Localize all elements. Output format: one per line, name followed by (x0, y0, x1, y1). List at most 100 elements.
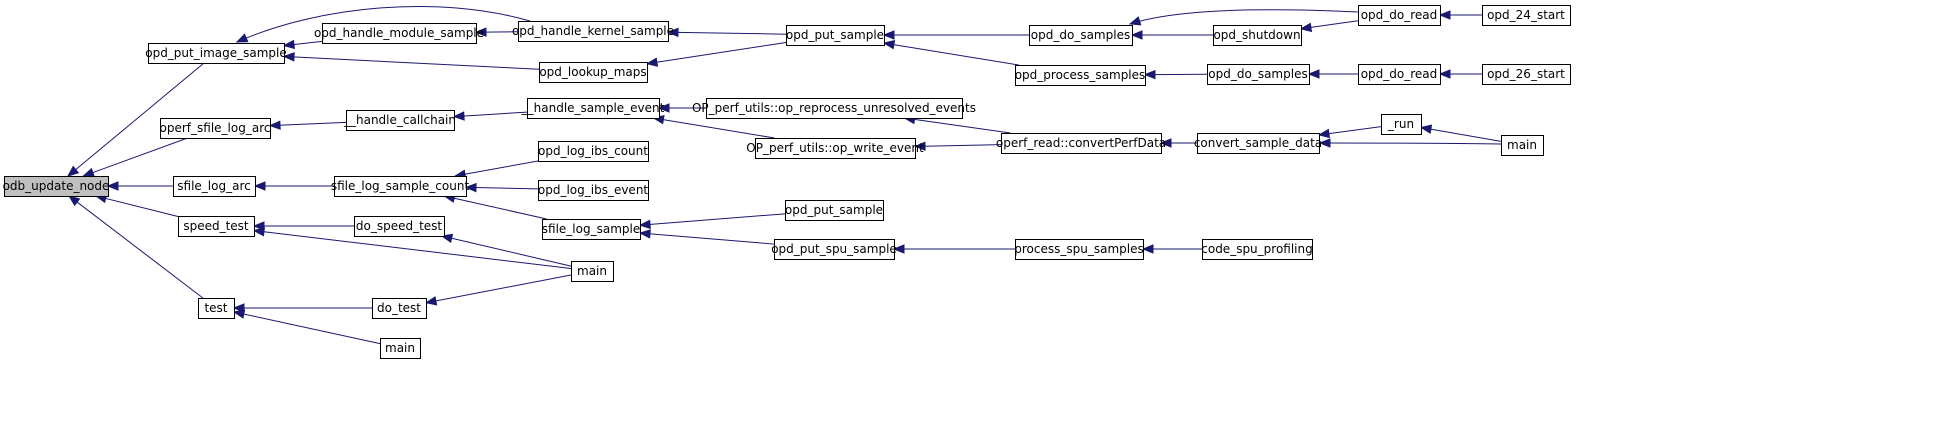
node-box (539, 62, 648, 83)
edge-n28-to-n27 (638, 213, 786, 230)
node-handle-sample-event[interactable]: __handle_sample_event (521, 98, 665, 119)
node-opd-24-start[interactable]: opd_24_start (1482, 5, 1571, 26)
node-process-spu-samples[interactable]: process_spu_samples (1014, 239, 1144, 260)
edge-n34-to-n36 (424, 274, 572, 306)
node-label: operf_read::convertPerfData (996, 136, 1166, 150)
node-opd-put-sample[interactable]: opd_put_sample (785, 200, 884, 221)
node-op-perf-utils-op-reprocess-unresolved-events[interactable]: OP_perf_utils::op_reprocess_unresolved_e… (692, 98, 976, 119)
node-label: opd_do_read (1361, 67, 1438, 81)
node-handle-callchain[interactable]: __handle_callchain (343, 110, 456, 131)
node-opd-log-ibs-event[interactable]: opd_log_ibs_event (538, 180, 649, 201)
node-box (774, 239, 895, 260)
node-label: process_spu_samples (1014, 242, 1143, 256)
node-box (322, 23, 477, 44)
node-label: opd_do_samples (1208, 67, 1307, 81)
edge-n35-to-n0 (68, 195, 204, 299)
node-test[interactable]: test (198, 298, 235, 319)
node-opd-lookup-maps[interactable]: opd_lookup_maps (539, 62, 648, 83)
edge-n22-to-n21 (1419, 124, 1502, 142)
node-main[interactable]: main (380, 338, 421, 359)
node-box (1015, 65, 1146, 86)
node-box (160, 118, 271, 139)
node-opd-put-spu-sample[interactable]: opd_put_spu_sample (771, 239, 897, 260)
node-box (755, 138, 916, 159)
node-label: OP_perf_utils::op_write_event (746, 141, 924, 155)
node-odb-update-node[interactable]: odb_update_node (3, 176, 110, 197)
node-box (1482, 64, 1571, 85)
edge-n7-to-n6 (1130, 30, 1213, 40)
node-box (1381, 114, 1422, 135)
edge-n32-to-n0 (94, 193, 179, 217)
node-operf-sfile-log-arc[interactable]: operf_sfile_log_arc (160, 118, 271, 139)
node-opd-do-samples[interactable]: opd_do_samples (1207, 64, 1310, 85)
node-label: opd_24_start (1487, 8, 1565, 22)
node-convert-sample-data[interactable]: convert_sample_data (1194, 133, 1322, 154)
node-box (1207, 64, 1310, 85)
node-speed-test[interactable]: speed_test (178, 216, 255, 237)
node-main[interactable]: main (1501, 135, 1544, 156)
node-label: code_spu_profiling (1201, 242, 1313, 256)
node-label: test (204, 301, 227, 315)
node-box (1358, 64, 1441, 85)
node-label: sfile_log_sample_count (331, 179, 470, 193)
node-opd-put-sample[interactable]: opd_put_sample (786, 25, 885, 46)
node-label: opd_log_ibs_event (538, 183, 649, 197)
node-operf-read-convertperfdata[interactable]: operf_read::convertPerfData (996, 133, 1166, 154)
node-label: opd_26_start (1487, 67, 1565, 81)
edge-n24-to-n23 (253, 181, 334, 191)
node-box (372, 298, 427, 319)
node-opd-put-image-sample[interactable]: opd_put_image_sample (145, 43, 287, 64)
node-opd-log-ibs-count[interactable]: opd_log_ibs_count (538, 141, 649, 162)
node-box (148, 43, 285, 64)
edge-n6-to-n5 (882, 30, 1029, 40)
node-label: sfile_log_sample (542, 222, 640, 236)
edge-n29-to-n27 (638, 229, 775, 245)
node-box (380, 338, 421, 359)
node-label: opd_do_samples (1031, 28, 1130, 42)
node-code-spu-profiling[interactable]: code_spu_profiling (1201, 239, 1313, 260)
node-box (1197, 133, 1320, 154)
edge-n34-to-n32 (252, 227, 572, 269)
node-label: opd_process_samples (1015, 68, 1146, 82)
node-label: opd_do_read (1361, 8, 1438, 22)
edge-n21-to-n20 (1317, 126, 1382, 139)
node-do-test[interactable]: do_test (372, 298, 427, 319)
edge-n10-to-n5 (882, 40, 1019, 66)
node-box (178, 216, 255, 237)
node-sfile-log-sample[interactable]: sfile_log_sample (542, 219, 641, 240)
node-label: odb_update_node (3, 179, 110, 193)
node-opd-do-read[interactable]: opd_do_read (1358, 5, 1441, 26)
node-run[interactable]: _run (1381, 114, 1422, 135)
node-opd-26-start[interactable]: opd_26_start (1482, 64, 1571, 85)
node-box (173, 176, 256, 197)
edge-n3-to-n2 (474, 27, 519, 37)
node-op-perf-utils-op-write-event[interactable]: OP_perf_utils::op_write_event (746, 138, 924, 159)
node-sfile-log-arc[interactable]: sfile_log_arc (173, 176, 256, 197)
node-box (1029, 25, 1133, 46)
node-opd-handle-kernel-sample[interactable]: opd_handle_kernel_sample (512, 21, 674, 42)
node-box (1015, 239, 1144, 260)
edge-n8-to-n6 (1128, 9, 1359, 26)
node-label: operf_sfile_log_arc (160, 121, 271, 135)
node-opd-shutdown[interactable]: opd_shutdown (1213, 25, 1302, 46)
node-label: main (577, 264, 607, 278)
node-label: speed_test (183, 219, 249, 233)
node-label: _run (1387, 117, 1414, 131)
edge-n17-to-n16 (657, 103, 706, 113)
node-do-speed-test[interactable]: do_speed_test (354, 216, 445, 237)
node-opd-do-read[interactable]: opd_do_read (1358, 64, 1441, 85)
edge-n37-to-n35 (232, 309, 381, 345)
node-box (518, 21, 669, 42)
node-sfile-log-sample-count[interactable]: sfile_log_sample_count (331, 176, 470, 197)
node-box (706, 98, 963, 119)
edge-n27-to-n24 (443, 193, 547, 220)
node-opd-do-samples[interactable]: opd_do_samples (1029, 25, 1133, 46)
node-box (1358, 5, 1441, 26)
node-opd-process-samples[interactable]: opd_process_samples (1015, 65, 1146, 86)
edge-n5-to-n4 (645, 41, 787, 67)
node-box (538, 180, 649, 201)
node-main[interactable]: main (571, 261, 614, 282)
node-label: sfile_log_arc (177, 179, 250, 193)
node-opd-handle-module-sample[interactable]: opd_handle_module_sample (314, 23, 484, 44)
